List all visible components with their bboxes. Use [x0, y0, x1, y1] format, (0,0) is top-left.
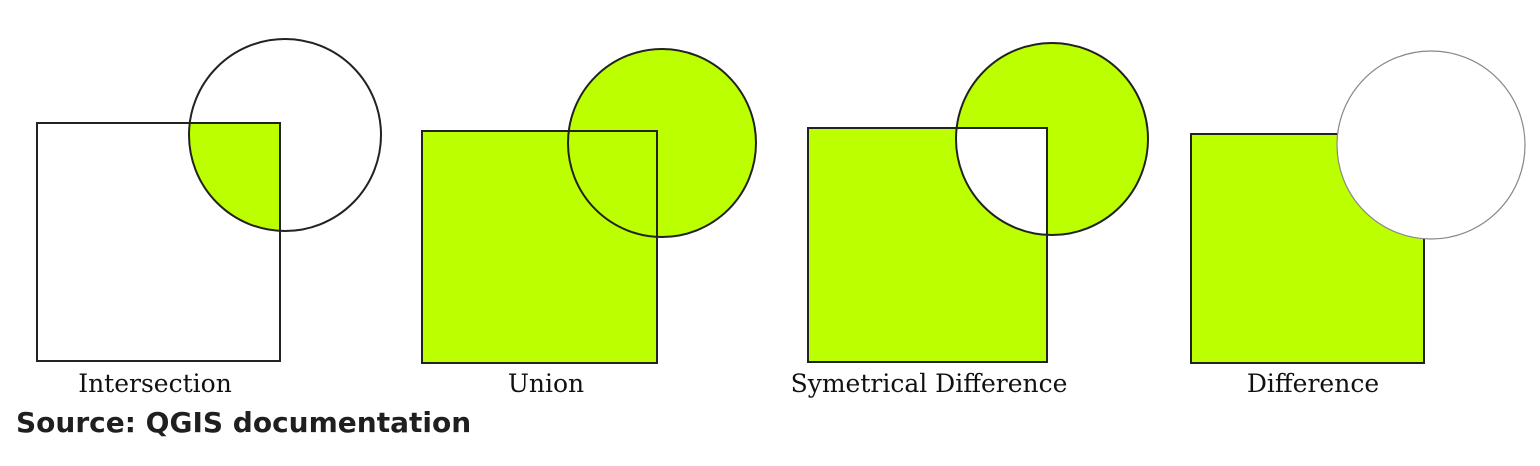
intersection-label: Intersection [78, 369, 232, 398]
overlay-operations-diagram: Intersection Union Symetrical Difference… [36, 38, 1526, 398]
intersection-overlap-fill [189, 123, 280, 231]
symdiff-overlap-hole [956, 128, 1047, 235]
union-label: Union [508, 369, 584, 398]
difference-square-fill [1191, 134, 1424, 363]
intersection-circle [188, 38, 382, 232]
difference-panel: Difference [1190, 50, 1526, 398]
union-circle-fill [568, 49, 756, 237]
intersection-square [36, 122, 281, 362]
intersection-panel: Intersection [36, 38, 382, 398]
difference-circle [1336, 50, 1526, 240]
difference-square-outline [1190, 133, 1425, 364]
difference-label: Difference [1247, 369, 1379, 398]
union-panel: Union [421, 48, 757, 398]
symdiff-square [807, 127, 1048, 363]
union-square [421, 130, 658, 364]
source-caption: Source: QGIS documentation [16, 406, 472, 439]
symmetrical-difference-label: Symetrical Difference [791, 369, 1068, 398]
symdiff-circle [955, 42, 1149, 236]
symmetrical-difference-panel: Symetrical Difference [791, 42, 1149, 398]
union-circle [567, 48, 757, 238]
